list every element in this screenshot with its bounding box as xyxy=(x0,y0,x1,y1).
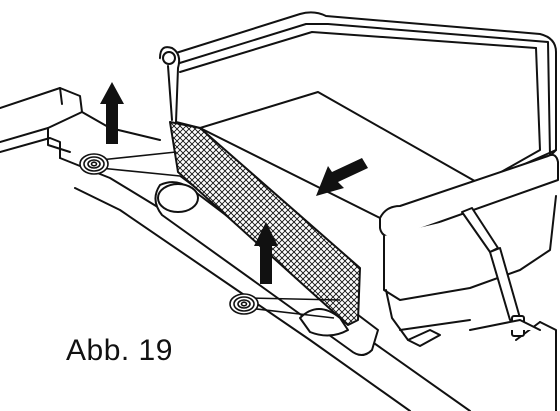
reel-lower xyxy=(229,293,259,315)
arrow-left-down-icon xyxy=(316,158,368,196)
mesh-side-panel xyxy=(169,121,361,326)
crib-body xyxy=(159,11,559,347)
strap-upper xyxy=(99,151,197,189)
reel-upper xyxy=(79,153,109,175)
arrow-up-upper-icon xyxy=(100,82,124,144)
figure-label: Abb. 19 xyxy=(66,334,173,367)
strap-lower xyxy=(247,297,341,319)
arrow-up-lower-icon xyxy=(254,222,278,284)
